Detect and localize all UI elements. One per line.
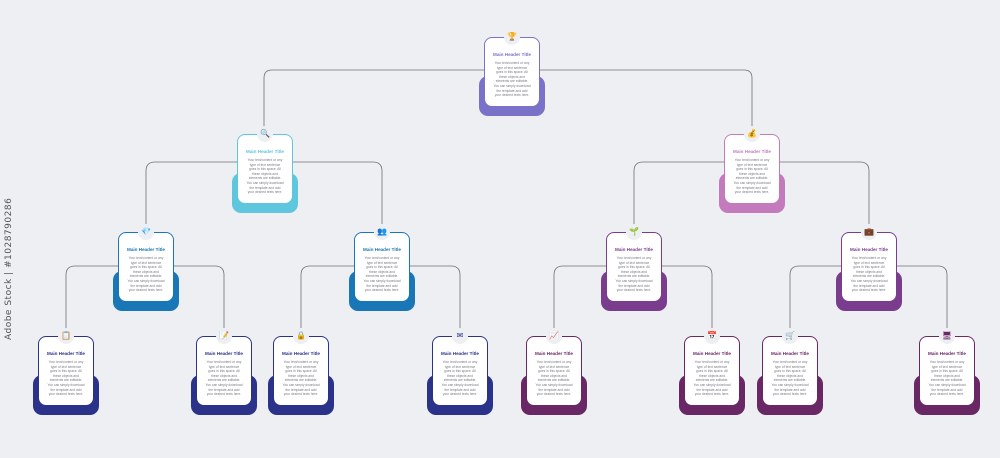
node-title: Main Header Title <box>47 351 85 356</box>
node-card: Main Header Title Your text/content or a… <box>273 336 329 406</box>
node-text: Your text/content or any type of text se… <box>363 256 401 293</box>
connector-l2c-l3f <box>662 265 713 330</box>
connector-l2d-l3g <box>789 265 841 330</box>
node-title: Main Header Title <box>127 247 165 252</box>
money-bag-icon: 💼 <box>861 224 877 240</box>
node-title: Main Header Title <box>441 351 479 356</box>
growth-icon: 🌱 <box>626 224 642 240</box>
node-text: Your text/content or any type of text se… <box>733 158 771 195</box>
magnifier-icon: 🔍 <box>257 126 273 142</box>
connector-l1a-l2b <box>293 161 383 226</box>
node-card: Main Header Title Your text/content or a… <box>684 336 740 406</box>
node-l3c: Main Header Title Your text/content or a… <box>268 328 334 415</box>
node-card: Main Header Title Your text/content or a… <box>526 336 582 406</box>
node-text: Your text/content or any type of text se… <box>693 360 731 397</box>
node-title: Main Header Title <box>363 247 401 252</box>
node-l3d: Main Header Title Your text/content or a… <box>427 328 493 415</box>
connector-l1b-l2c <box>633 161 724 226</box>
presentation-icon: 📋 <box>58 328 74 344</box>
node-text: Your text/content or any type of text se… <box>493 61 531 98</box>
node-l3f: Main Header Title Your text/content or a… <box>679 328 745 415</box>
node-text: Your text/content or any type of text se… <box>850 256 888 293</box>
line-chart-icon: 📈 <box>546 328 562 344</box>
node-card: Main Header Title Your text/content or a… <box>118 232 174 302</box>
node-title: Main Header Title <box>693 351 731 356</box>
node-card: Main Header Title Your text/content or a… <box>762 336 818 406</box>
node-text: Your text/content or any type of text se… <box>535 360 573 397</box>
node-l2a: Main Header Title Your text/content or a… <box>113 224 179 311</box>
cart-icon: 🛒 <box>782 328 798 344</box>
monitor-icon: 🖥 <box>939 328 955 344</box>
node-title: Main Header Title <box>246 149 284 154</box>
node-card: Main Header Title Your text/content or a… <box>432 336 488 406</box>
connector-l1a-l2a <box>145 161 237 226</box>
envelope-icon: ✉ <box>452 328 468 344</box>
node-l3g: Main Header Title Your text/content or a… <box>757 328 823 415</box>
node-card: Main Header Title Your text/content or a… <box>484 37 540 107</box>
node-title: Main Header Title <box>771 351 809 356</box>
node-l2c: Main Header Title Your text/content or a… <box>601 224 667 311</box>
connector-l2b-l3d <box>410 265 461 330</box>
team-icon: 👥 <box>374 224 390 240</box>
connector-l2a-l3a <box>65 265 118 330</box>
connector-l1b-l2d <box>780 161 870 226</box>
node-text: Your text/content or any type of text se… <box>771 360 809 397</box>
node-text: Your text/content or any type of text se… <box>47 360 85 397</box>
connector-l2b-l3c <box>300 265 354 330</box>
node-text: Your text/content or any type of text se… <box>615 256 653 293</box>
node-card: Main Header Title Your text/content or a… <box>606 232 662 302</box>
connector-root-l1a <box>263 69 484 128</box>
hand-coin-icon: 💰 <box>744 126 760 142</box>
node-title: Main Header Title <box>535 351 573 356</box>
node-text: Your text/content or any type of text se… <box>441 360 479 397</box>
node-card: Main Header Title Your text/content or a… <box>919 336 975 406</box>
node-l1a: Main Header Title Your text/content or a… <box>232 126 298 213</box>
stock-watermark: Adobe Stock | #1028790286 <box>4 197 14 340</box>
node-l2b: Main Header Title Your text/content or a… <box>349 224 415 311</box>
node-text: Your text/content or any type of text se… <box>282 360 320 397</box>
node-text: Your text/content or any type of text se… <box>127 256 165 293</box>
node-text: Your text/content or any type of text se… <box>246 158 284 195</box>
node-l2d: Main Header Title Your text/content or a… <box>836 224 902 311</box>
node-title: Main Header Title <box>615 247 653 252</box>
node-l1b: Main Header Title Your text/content or a… <box>719 126 785 213</box>
node-title: Main Header Title <box>493 52 531 57</box>
node-card: Main Header Title Your text/content or a… <box>841 232 897 302</box>
node-text: Your text/content or any type of text se… <box>205 360 243 397</box>
connector-l2a-l3b <box>174 265 225 330</box>
diamond-icon: 💎 <box>138 224 154 240</box>
node-text: Your text/content or any type of text se… <box>928 360 966 397</box>
node-card: Main Header Title Your text/content or a… <box>196 336 252 406</box>
node-title: Main Header Title <box>928 351 966 356</box>
node-l3a: Main Header Title Your text/content or a… <box>33 328 99 415</box>
lock-icon: 🔒 <box>293 328 309 344</box>
connector-l2c-l3e <box>553 265 606 330</box>
node-card: Main Header Title Your text/content or a… <box>237 134 293 204</box>
calendar-icon: 📅 <box>704 328 720 344</box>
checklist-icon: 📝 <box>216 328 232 344</box>
trophy-icon: 🏆 <box>504 29 520 45</box>
node-card: Main Header Title Your text/content or a… <box>38 336 94 406</box>
node-card: Main Header Title Your text/content or a… <box>354 232 410 302</box>
node-l3e: Main Header Title Your text/content or a… <box>521 328 587 415</box>
node-title: Main Header Title <box>282 351 320 356</box>
node-title: Main Header Title <box>205 351 243 356</box>
connector-l2d-l3h <box>897 265 948 330</box>
node-l3b: Main Header Title Your text/content or a… <box>191 328 257 415</box>
node-title: Main Header Title <box>733 149 771 154</box>
node-card: Main Header Title Your text/content or a… <box>724 134 780 204</box>
node-l3h: Main Header Title Your text/content or a… <box>914 328 980 415</box>
connector-root-l1b <box>540 69 753 128</box>
node-title: Main Header Title <box>850 247 888 252</box>
node-root: Main Header Title Your text/content or a… <box>479 29 545 116</box>
